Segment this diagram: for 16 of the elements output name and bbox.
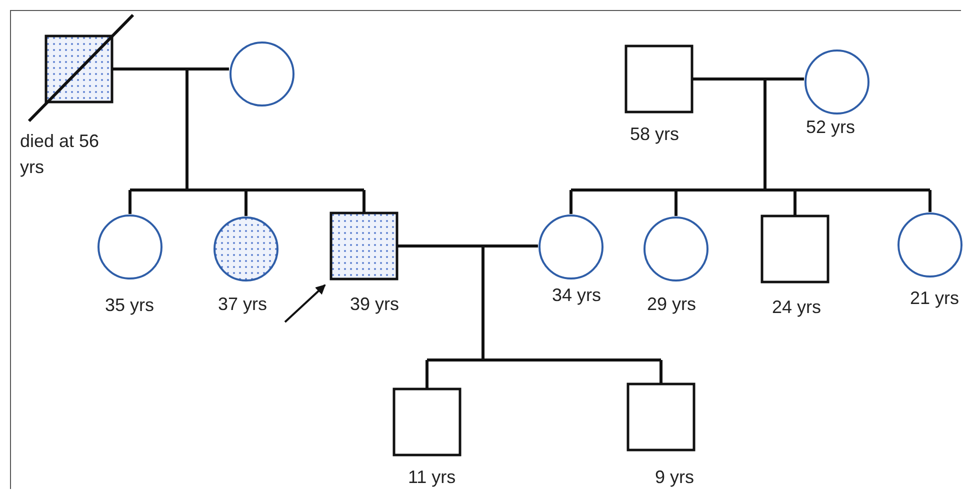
age-label: 29 yrs <box>647 293 696 316</box>
age-label: 9 yrs <box>655 466 694 489</box>
age-label: 24 yrs <box>772 296 822 319</box>
age-label: 21 yrs <box>910 287 960 310</box>
age-label: 35 yrs <box>105 294 154 317</box>
age-label: 34 yrs <box>552 284 602 307</box>
age-label: died at 56 yrs <box>20 130 100 179</box>
pedigree-line <box>396 244 662 390</box>
age-label: 58 yrs <box>630 123 680 146</box>
age-label: 52 yrs <box>806 116 856 139</box>
age-label: 37 yrs <box>218 293 268 316</box>
pedigree-line <box>570 78 932 218</box>
age-label: 39 yrs <box>350 293 400 316</box>
proband-arrow <box>284 284 326 323</box>
pedigree-line <box>112 68 366 218</box>
age-label: 11 yrs <box>408 466 456 489</box>
